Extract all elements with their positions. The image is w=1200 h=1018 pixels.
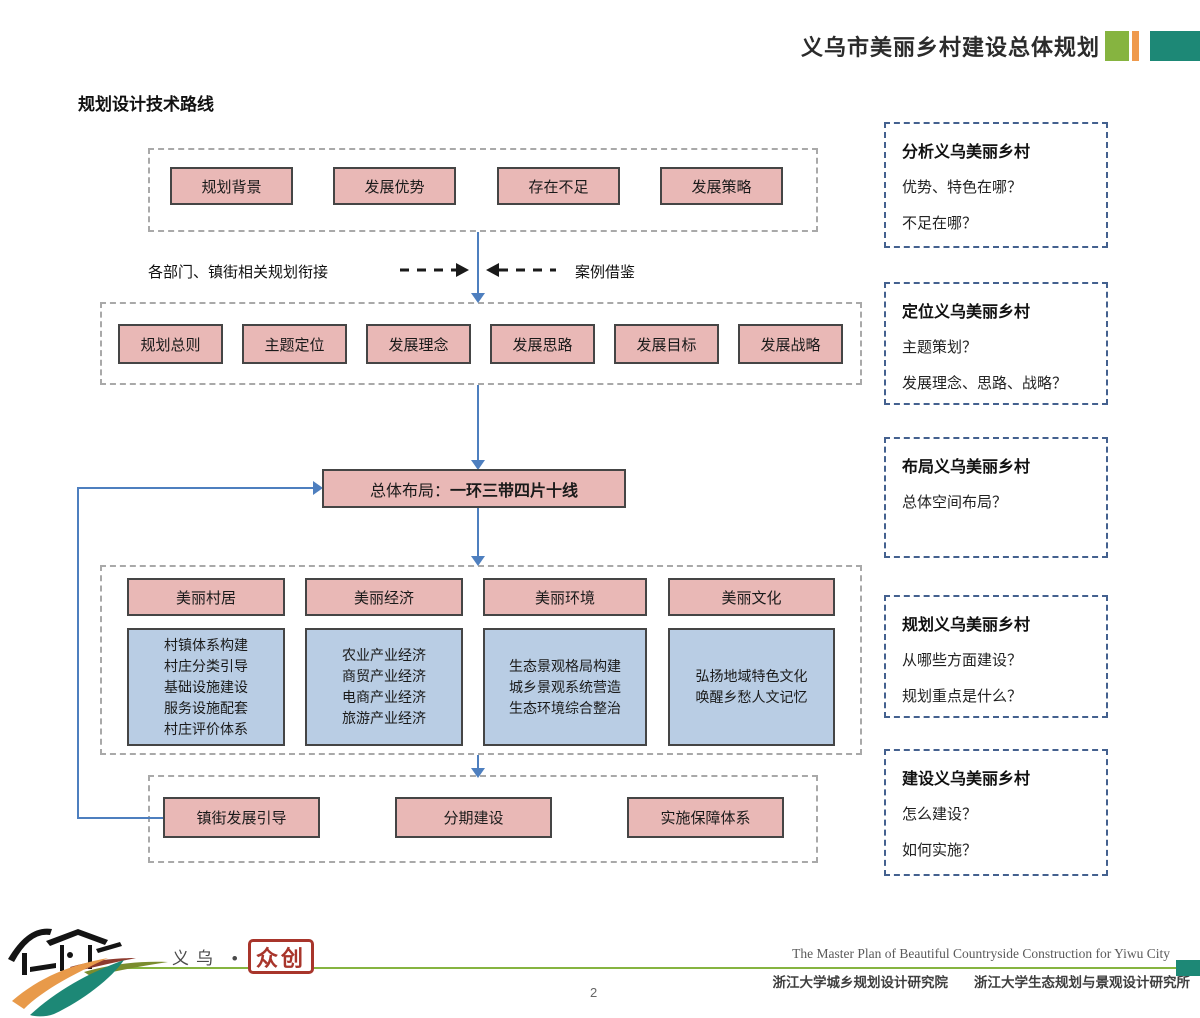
flow-box-theme-positioning: 主题定位 bbox=[242, 324, 347, 364]
zhongchuang-seal: 众创 bbox=[248, 939, 314, 974]
page-number: 2 bbox=[590, 985, 598, 1000]
header-orange-bar bbox=[1132, 31, 1139, 61]
question-panel-analyze: 分析义乌美丽乡村 优势、特色在哪？ 不足在哪？ bbox=[884, 122, 1108, 248]
flow-box-development-approach: 发展思路 bbox=[490, 324, 595, 364]
panel-title: 分析义乌美丽乡村 bbox=[902, 144, 1031, 161]
panel-line: 怎么建设？ bbox=[902, 806, 978, 823]
pillar-item: 村庄分类引导 bbox=[164, 657, 248, 674]
panel-line: 总体空间布局？ bbox=[902, 494, 1008, 511]
pillar-item: 村庄评价体系 bbox=[164, 720, 248, 737]
pillar-item: 基础设施建设 bbox=[164, 678, 248, 695]
side-input-case-reference-label: 案例借鉴 bbox=[575, 264, 636, 281]
institution-planning-institute: 浙江大学城乡规划设计研究院 bbox=[772, 975, 949, 990]
yiwu-logo bbox=[8, 928, 168, 1017]
panel-line: 主题策划？ bbox=[902, 339, 978, 356]
pillar-item: 电商产业经济 bbox=[342, 689, 426, 705]
pillar-item: 城乡景观系统营造 bbox=[509, 678, 621, 695]
header-green-bar bbox=[1105, 31, 1129, 61]
pillar-item: 商贸产业经济 bbox=[342, 668, 426, 684]
flow-box-development-goals: 发展目标 bbox=[614, 324, 719, 364]
pillar-item: 生态环境综合整治 bbox=[509, 699, 621, 716]
flow-box-overall-layout: 总体布局：一环三带四片十线 bbox=[322, 469, 626, 508]
overall-layout-emphasis: 一环三带四片十线 bbox=[450, 482, 579, 500]
pillar-item: 旅游产业经济 bbox=[342, 710, 426, 726]
panel-line: 不足在哪？ bbox=[902, 215, 978, 232]
pillar-items-culture: 弘扬地域特色文化 唤醒乡愁人文记忆 bbox=[668, 628, 835, 746]
page-heading: 规划设计技术路线 bbox=[78, 95, 214, 114]
question-panel-layout: 布局义乌美丽乡村 总体空间布局？ bbox=[884, 437, 1108, 558]
panel-title: 定位义乌美丽乡村 bbox=[902, 304, 1031, 321]
panel-title: 布局义乌美丽乡村 bbox=[902, 459, 1031, 476]
positioning-group-frame bbox=[100, 302, 862, 385]
panel-line: 如何实施？ bbox=[902, 842, 978, 859]
pillar-header-economy: 美丽经济 bbox=[305, 578, 463, 616]
pillar-items-economy: 农业产业经济 商贸产业经济 电商产业经济 旅游产业经济 bbox=[305, 628, 463, 746]
panel-title: 规划义乌美丽乡村 bbox=[902, 617, 1031, 634]
flow-box-development-strategy: 发展策略 bbox=[660, 167, 783, 205]
footer-green-rule bbox=[110, 967, 1186, 969]
panel-title: 建设义乌美丽乡村 bbox=[902, 771, 1031, 788]
question-panel-plan: 规划义乌美丽乡村 从哪些方面建设？ 规划重点是什么？ bbox=[884, 595, 1108, 718]
pillar-item: 唤醒乡愁人文记忆 bbox=[695, 689, 808, 705]
overall-layout-prefix: 总体布局： bbox=[369, 482, 450, 500]
pillar-header-culture: 美丽文化 bbox=[668, 578, 835, 616]
flow-box-town-guidance: 镇街发展引导 bbox=[163, 797, 320, 838]
flow-box-development-advantages: 发展优势 bbox=[333, 167, 456, 205]
panel-line: 规划重点是什么？ bbox=[902, 688, 1023, 705]
analysis-group-frame bbox=[148, 148, 818, 232]
institution-landscape-institute: 浙江大学生态规划与景观设计研究所 bbox=[974, 975, 1190, 990]
panel-line: 优势、特色在哪？ bbox=[902, 179, 1023, 196]
footer-english-title: The Master Plan of Beautiful Countryside… bbox=[792, 946, 1170, 961]
brand-yiwu-text: 义乌 • bbox=[172, 949, 245, 968]
side-input-departments-label: 各部门、镇街相关规划衔接 bbox=[148, 264, 329, 281]
footer-teal-endcap bbox=[1176, 960, 1200, 976]
header-teal-bar bbox=[1150, 31, 1200, 61]
flow-box-planning-background: 规划背景 bbox=[170, 167, 293, 205]
question-panel-position: 定位义乌美丽乡村 主题策划？ 发展理念、思路、战略？ bbox=[884, 282, 1108, 405]
pillar-item: 村镇体系构建 bbox=[164, 636, 248, 653]
panel-line: 从哪些方面建设？ bbox=[902, 652, 1023, 669]
pillar-item: 弘扬地域特色文化 bbox=[695, 668, 808, 684]
pillar-items-village: 村镇体系构建 村庄分类引导 基础设施建设 服务设施配套 村庄评价体系 bbox=[127, 628, 285, 746]
pillar-item: 农业产业经济 bbox=[342, 647, 426, 663]
flow-box-shortcomings: 存在不足 bbox=[497, 167, 620, 205]
pillar-item: 生态景观格局构建 bbox=[509, 657, 621, 674]
flow-box-development-strategy2: 发展战略 bbox=[738, 324, 843, 364]
flow-box-phased-construction: 分期建设 bbox=[395, 797, 552, 838]
pillar-item: 服务设施配套 bbox=[164, 699, 248, 716]
question-panel-build: 建设义乌美丽乡村 怎么建设？ 如何实施？ bbox=[884, 749, 1108, 876]
document-title: 义乌市美丽乡村建设总体规划 bbox=[800, 35, 1100, 60]
panel-line: 发展理念、思路、战略？ bbox=[902, 375, 1068, 392]
flow-box-development-concept: 发展理念 bbox=[366, 324, 471, 364]
footer-institutions: 浙江大学城乡规划设计研究院 浙江大学生态规划与景观设计研究所 bbox=[773, 971, 1191, 991]
flow-box-safeguard-system: 实施保障体系 bbox=[627, 797, 784, 838]
pillar-header-village: 美丽村居 bbox=[127, 578, 285, 616]
flow-box-general-principles: 规划总则 bbox=[118, 324, 223, 364]
pillar-header-environment: 美丽环境 bbox=[483, 578, 647, 616]
pillar-items-environment: 生态景观格局构建 城乡景观系统营造 生态环境综合整治 bbox=[483, 628, 647, 746]
